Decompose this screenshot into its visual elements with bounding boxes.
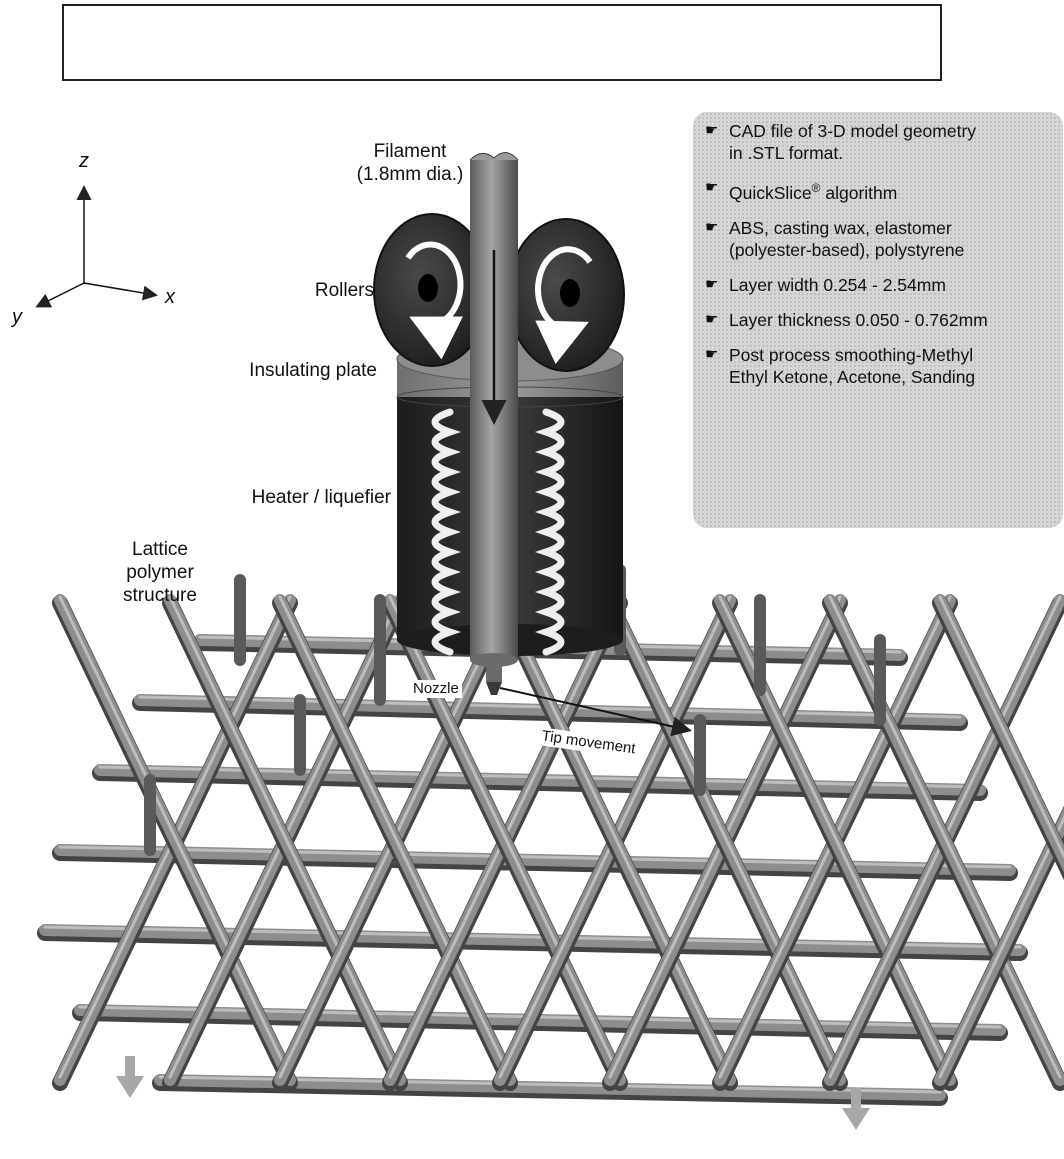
spec-line: ABS, casting wax, elastomer [729,217,1053,239]
pointing-hand-icon: ☛ [705,177,718,199]
spec-item: ☛ ABS, casting wax, elastomer(polyester-b… [705,217,1053,261]
roller-right [508,219,624,371]
down-arrow-icon [116,1056,144,1098]
z-axis-label: z [79,150,89,173]
rollers-label: Rollers [240,279,374,302]
spec-item: ☛ Layer thickness 0.050 - 0.762mm [705,309,1053,331]
pointing-hand-icon: ☛ [705,344,718,366]
spec-line: Ethyl Ketone, Acetone, Sanding [729,366,1053,388]
lattice-label: Lattice polymer structure [100,538,220,607]
spec-line: Layer thickness 0.050 - 0.762mm [729,309,1053,331]
spec-line: Post process smoothing-Methyl [729,344,1053,366]
filament-label: Filament (1.8mm dia.) [340,140,480,186]
extruder-head [374,152,688,730]
pointing-hand-icon: ☛ [705,309,718,331]
pointing-hand-icon: ☛ [705,217,718,239]
insulating-plate-label: Insulating plate [200,359,377,382]
spec-line: QuickSlice® algorithm [729,177,1053,204]
spec-line: in .STL format. [729,142,1053,164]
nozzle-label: Nozzle [410,680,462,698]
spec-line: Layer width 0.254 - 2.54mm [729,274,1053,296]
spec-line: (polyester-based), polystyrene [729,239,1053,261]
pointing-hand-icon: ☛ [705,274,718,296]
heater-liquefier-label: Heater / liquefier [200,486,391,509]
y-axis-label: y [12,306,22,329]
x-axis-label: x [165,286,175,309]
axis-triad [38,188,155,306]
spec-line: CAD file of 3-D model geometry [729,120,1053,142]
spec-item: ☛ QuickSlice® algorithm [705,177,1053,204]
spec-item: ☛ Layer width 0.254 - 2.54mm [705,274,1053,296]
filament [470,152,518,667]
pointing-hand-icon: ☛ [705,120,718,142]
